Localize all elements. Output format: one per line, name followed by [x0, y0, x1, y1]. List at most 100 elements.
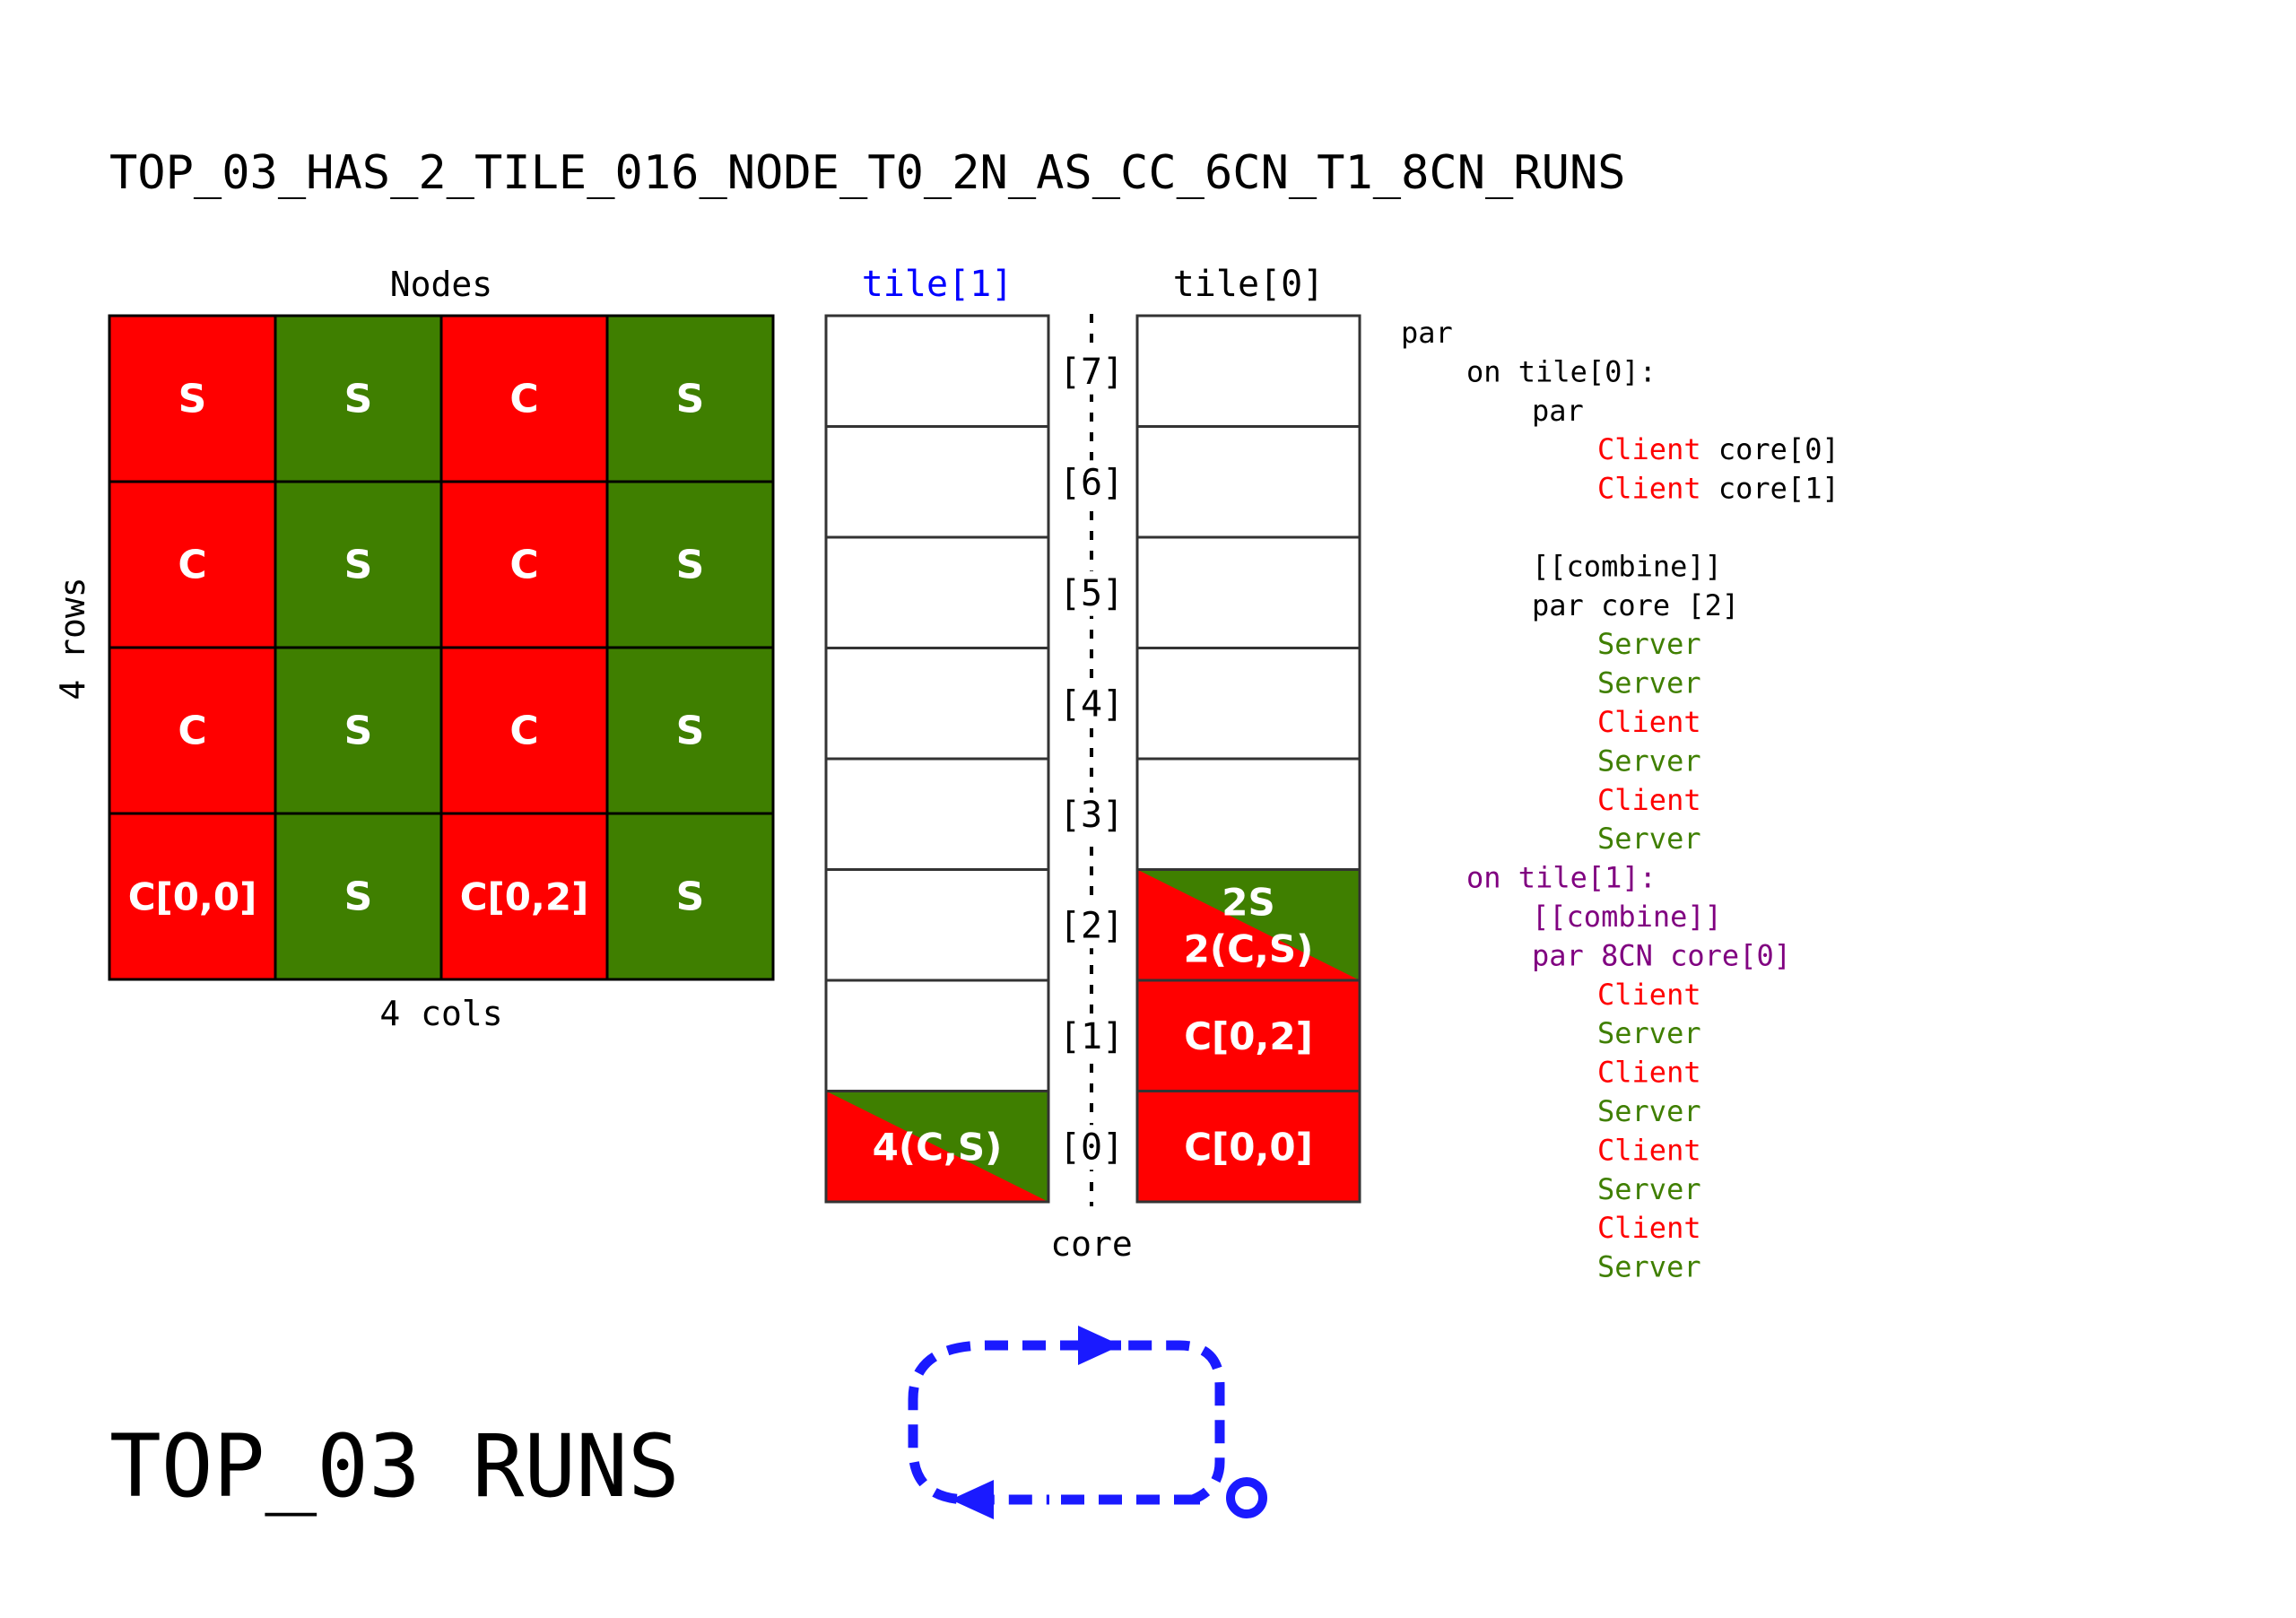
code-line: Server — [1597, 1172, 1701, 1206]
core-cell-bg — [826, 869, 1048, 980]
code-line: Server — [1597, 1094, 1701, 1128]
code-token: Client — [1597, 705, 1701, 739]
core-index-bg — [1058, 349, 1125, 395]
core-cell-bg — [826, 980, 1048, 1092]
node-label: C[0,0] — [128, 875, 257, 919]
footer-title: TOP_03 RUNS — [109, 1416, 680, 1517]
code-token: Client — [1597, 1056, 1701, 1090]
node-label: S — [676, 874, 705, 920]
code-token: Server — [1597, 744, 1701, 778]
code-token: Server — [1597, 627, 1701, 661]
code-token: Client — [1597, 472, 1701, 506]
code-line: Client core[0] — [1597, 432, 1839, 466]
code-line: Server — [1597, 1016, 1701, 1050]
core-index-bg — [1058, 1013, 1125, 1059]
node-cell — [108, 812, 277, 981]
node-label: S — [676, 377, 705, 422]
core-index-bg — [1058, 903, 1125, 949]
core-cell-bg — [1137, 537, 1360, 648]
code-token: Client — [1597, 978, 1701, 1012]
code-token: Client — [1597, 432, 1701, 466]
code-line: Server — [1597, 1250, 1701, 1284]
code-line: par 8CN core[0] — [1532, 938, 1791, 972]
code-line: Client — [1597, 1133, 1701, 1167]
code-token: [[combine]] — [1532, 549, 1722, 583]
node-cell — [274, 646, 443, 815]
core-cell-bg — [826, 316, 1048, 427]
code-token: core[0] — [1701, 432, 1839, 466]
core-index: [5] — [1059, 573, 1124, 614]
rows-label: 4 rows — [53, 577, 92, 700]
node-cell — [274, 314, 443, 483]
code-token: Server — [1597, 1172, 1701, 1206]
code-token: Server — [1597, 1094, 1701, 1128]
code-line: Client core[1] — [1597, 472, 1839, 506]
code-line: par — [1532, 394, 1584, 428]
code-line: par core [2] — [1532, 588, 1739, 622]
tile0-label: tile[0] — [1173, 264, 1325, 305]
node-cell — [605, 812, 775, 981]
node-label: S — [344, 709, 373, 754]
node-label: S — [344, 543, 373, 588]
code-token: Server — [1597, 1250, 1701, 1284]
code-token: on tile[1]: — [1466, 861, 1657, 895]
node-label: C — [178, 543, 206, 588]
code-line: Client — [1597, 1056, 1701, 1090]
core-cell-bg — [1137, 1091, 1360, 1202]
core-index-bg — [1058, 1125, 1125, 1170]
code-line: Client — [1597, 1211, 1701, 1245]
node-label: C — [509, 543, 538, 588]
core-index-bg — [1058, 792, 1125, 838]
tile1-column: 4(C,S) — [824, 314, 1050, 1204]
code-line: Server — [1597, 627, 1701, 661]
code-token: par — [1532, 394, 1584, 428]
core-cell-border — [824, 1090, 1050, 1204]
core-cell-label: 4(C,S) — [873, 1125, 1003, 1169]
core-index-bg — [1058, 570, 1125, 616]
code-token: Client — [1597, 783, 1701, 817]
node-label: C — [178, 709, 206, 754]
core-cell-border — [1135, 1090, 1361, 1204]
node-cell — [108, 314, 277, 483]
page-title: TOP_03_HAS_2_TILE_016_NODE_T0_2N_AS_CC_6… — [109, 146, 1626, 200]
core-index-bg — [1058, 460, 1125, 506]
core-cell-bg — [826, 426, 1048, 537]
core-cell-bg — [826, 537, 1048, 648]
code-line: Client — [1597, 978, 1701, 1012]
code-line: on tile[0]: — [1466, 354, 1657, 388]
node-label: C — [509, 709, 538, 754]
code-line: Server — [1597, 666, 1701, 700]
core-index: [7] — [1059, 352, 1124, 393]
core-indices: [7][6][5][4][3][2][1][0] — [1058, 349, 1125, 1170]
code-line: par — [1401, 316, 1453, 350]
code-line: Server — [1597, 822, 1701, 856]
node-label: S — [344, 377, 373, 422]
node-label: C — [509, 377, 538, 422]
code-token: Server — [1597, 822, 1701, 856]
code-token: [[combine]] — [1532, 900, 1722, 934]
nodes-title: Nodes — [390, 265, 492, 304]
code-token: Client — [1597, 1133, 1701, 1167]
code-line: Client — [1597, 783, 1701, 817]
code-line: on tile[1]: — [1466, 861, 1657, 895]
node-label: S — [676, 543, 705, 588]
core-cell-server-half — [826, 1091, 1048, 1202]
tile1-label: tile[1] — [862, 264, 1013, 305]
code-line: [[combine]] — [1532, 900, 1722, 934]
node-label: S — [344, 874, 373, 920]
code-token: core[1] — [1701, 472, 1839, 506]
node-label: S — [178, 377, 207, 422]
node-cell — [605, 646, 775, 815]
core-index: [3] — [1059, 795, 1124, 836]
code-line: Server — [1597, 744, 1701, 778]
core-index: [6] — [1059, 462, 1124, 503]
code-token: Client — [1597, 1211, 1701, 1245]
node-cell — [605, 314, 775, 483]
node-cell — [439, 314, 609, 483]
loop-arrow-icon — [908, 1326, 1267, 1519]
node-label: S — [676, 709, 705, 754]
